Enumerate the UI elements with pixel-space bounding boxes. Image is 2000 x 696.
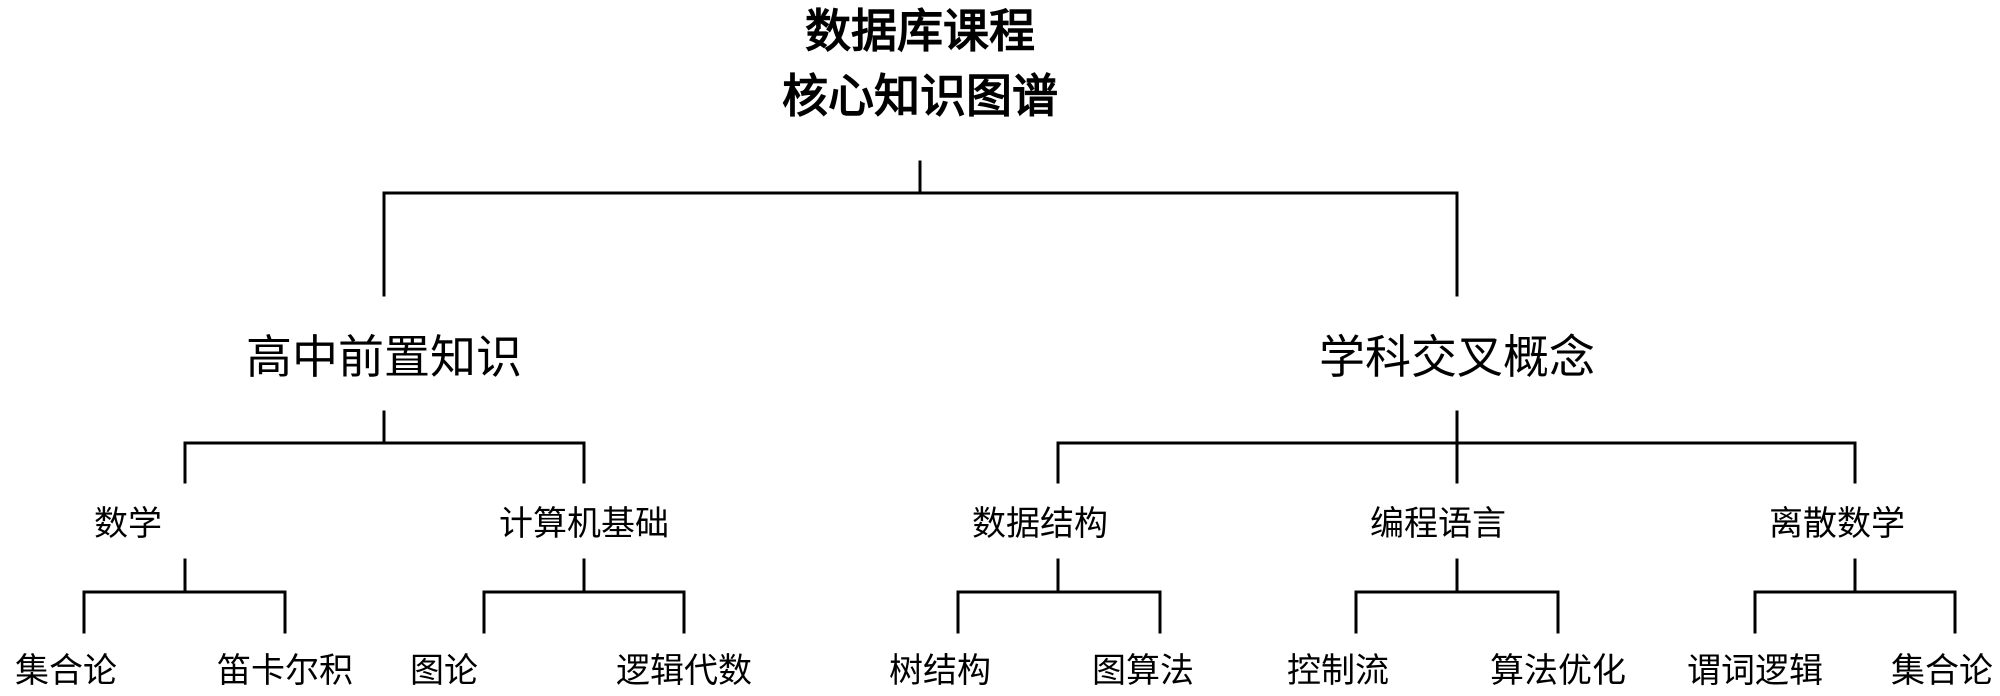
node-label-programming-languages: 编程语言 <box>1370 504 1506 544</box>
leaf-label-predicate-logic: 谓词逻辑 <box>1687 651 1823 691</box>
branch-1-connector <box>1056 410 1857 484</box>
leaf-label-algorithm-optimization: 算法优化 <box>1490 651 1626 691</box>
data-structures-connector <box>956 558 1162 634</box>
root-connector <box>382 160 1459 297</box>
root-title-line1: 数据库课程 <box>805 4 1035 58</box>
node-label-computer-basics: 计算机基础 <box>499 504 669 544</box>
leaf-label-set-theory-2: 集合论 <box>1891 651 1993 691</box>
branch-label-high-school-prerequisites: 高中前置知识 <box>246 330 522 384</box>
leaf-label-logic-algebra: 逻辑代数 <box>616 651 752 691</box>
branch-0-connector <box>183 410 586 484</box>
leaf-label-cartesian-product: 笛卡尔积 <box>217 651 353 691</box>
math-connector <box>82 558 287 634</box>
leaf-label-control-flow: 控制流 <box>1287 651 1389 691</box>
leaf-label-graph-algorithms: 图算法 <box>1092 651 1194 691</box>
branch-label-interdisciplinary-concepts: 学科交叉概念 <box>1319 330 1595 384</box>
leaf-label-tree-structure: 树结构 <box>889 651 991 691</box>
leaf-label-set-theory: 集合论 <box>15 651 117 691</box>
computer-basics-connector <box>482 558 686 634</box>
root-title-line2: 核心知识图谱 <box>782 69 1058 123</box>
node-label-math: 数学 <box>94 504 162 544</box>
node-label-data-structures: 数据结构 <box>972 504 1108 544</box>
discrete-math-connector <box>1753 558 1957 634</box>
node-label-discrete-math: 离散数学 <box>1769 504 1905 544</box>
programming-languages-connector <box>1354 558 1560 634</box>
leaf-label-graph-theory: 图论 <box>410 651 478 691</box>
